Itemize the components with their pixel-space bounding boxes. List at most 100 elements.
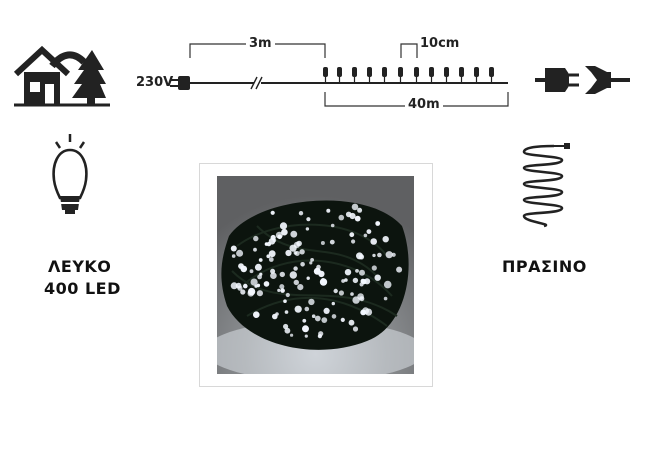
led-dot xyxy=(366,229,372,234)
led-dot xyxy=(350,292,354,296)
led-dot xyxy=(304,306,310,312)
led-dot xyxy=(263,281,270,287)
led-dot xyxy=(270,234,276,241)
led-bulb-icon xyxy=(52,134,88,214)
led-dot xyxy=(311,314,316,318)
led-dot xyxy=(396,266,403,273)
led-dot xyxy=(284,327,291,334)
led-dot xyxy=(326,208,331,213)
led-dot xyxy=(294,305,302,313)
led-dot xyxy=(256,290,263,297)
product-photo xyxy=(217,176,414,374)
led-dot xyxy=(331,314,337,319)
led-dot xyxy=(354,215,361,222)
led-dot xyxy=(391,252,396,257)
string-diagram xyxy=(170,43,509,107)
led-dot xyxy=(371,265,377,271)
led-dots xyxy=(230,203,403,339)
led-dot xyxy=(306,276,310,280)
led-dot xyxy=(285,292,290,298)
led-dot xyxy=(270,210,275,215)
led-dot xyxy=(283,299,287,303)
led-dot xyxy=(338,214,345,221)
led-dot xyxy=(253,311,260,318)
led-dot xyxy=(360,309,367,316)
led-dot xyxy=(333,288,338,294)
led-dot xyxy=(298,211,304,216)
led-dot xyxy=(385,251,393,259)
led-dot xyxy=(356,252,363,260)
led-dot xyxy=(277,288,281,292)
led-dot xyxy=(285,249,292,257)
led-dot xyxy=(290,230,298,238)
led-dot xyxy=(293,279,299,286)
led-dot xyxy=(355,269,359,273)
led-dot xyxy=(238,263,244,269)
led-dot xyxy=(316,264,321,270)
led-dot xyxy=(302,318,307,323)
voltage-label: 230V xyxy=(136,75,174,90)
led-dot xyxy=(370,238,377,245)
led-dot xyxy=(289,244,297,252)
led-dot xyxy=(304,334,308,338)
led-dot xyxy=(230,282,238,290)
led-dot xyxy=(281,228,288,236)
led-dot xyxy=(249,269,254,274)
led-dot xyxy=(352,277,359,284)
led-dot xyxy=(289,271,297,279)
led-dot xyxy=(329,239,335,245)
led-dot xyxy=(338,290,344,296)
led-dot xyxy=(247,290,255,297)
led-dot xyxy=(270,272,277,279)
led-dot xyxy=(318,270,325,278)
total-length-label: 40m xyxy=(405,97,443,112)
light-string-illustration xyxy=(217,176,414,374)
product-photo-frame xyxy=(199,163,433,387)
led-dot xyxy=(254,263,262,271)
led-dot xyxy=(237,285,243,291)
led-dot xyxy=(254,284,258,288)
led-dot xyxy=(268,250,276,258)
led-dot xyxy=(330,223,335,228)
led-dot xyxy=(363,233,368,238)
led-dot xyxy=(236,249,244,257)
house-tree-icon xyxy=(14,45,110,107)
led-dot xyxy=(372,253,376,258)
led-dot xyxy=(305,227,310,231)
led-dot xyxy=(323,307,330,314)
led-dot xyxy=(357,293,364,300)
led-dot xyxy=(268,257,274,262)
led-dot xyxy=(310,258,314,262)
coiled-cable-icon xyxy=(522,143,570,228)
led-dot xyxy=(240,289,246,295)
led-dot xyxy=(253,247,257,252)
led-dot xyxy=(279,284,285,290)
led-dot xyxy=(297,284,304,291)
led-dot xyxy=(280,288,285,293)
led-dot xyxy=(352,326,359,332)
led-dot xyxy=(272,313,278,320)
led-dot xyxy=(300,262,305,267)
led-dot xyxy=(377,252,382,258)
led-dot xyxy=(341,279,345,283)
led-dot xyxy=(293,266,298,271)
led-dot xyxy=(306,217,311,222)
led-dot xyxy=(344,278,348,282)
led-dot xyxy=(321,278,325,282)
led-dot xyxy=(279,271,285,278)
lead-length-label: 3m xyxy=(246,36,275,51)
led-dot xyxy=(250,278,258,286)
led-dot xyxy=(374,274,381,281)
led-dot xyxy=(314,315,321,322)
led-dot xyxy=(349,232,355,238)
led-color-label: ΛΕΥΚΟ xyxy=(48,257,112,276)
led-dot xyxy=(283,323,289,330)
led-dot xyxy=(348,319,355,326)
led-dot xyxy=(258,258,263,262)
led-dot xyxy=(321,317,328,323)
led-dot xyxy=(331,301,335,306)
led-dot xyxy=(382,236,389,243)
led-dot xyxy=(290,333,294,337)
led-dot xyxy=(320,241,325,245)
led-dot xyxy=(351,203,359,211)
